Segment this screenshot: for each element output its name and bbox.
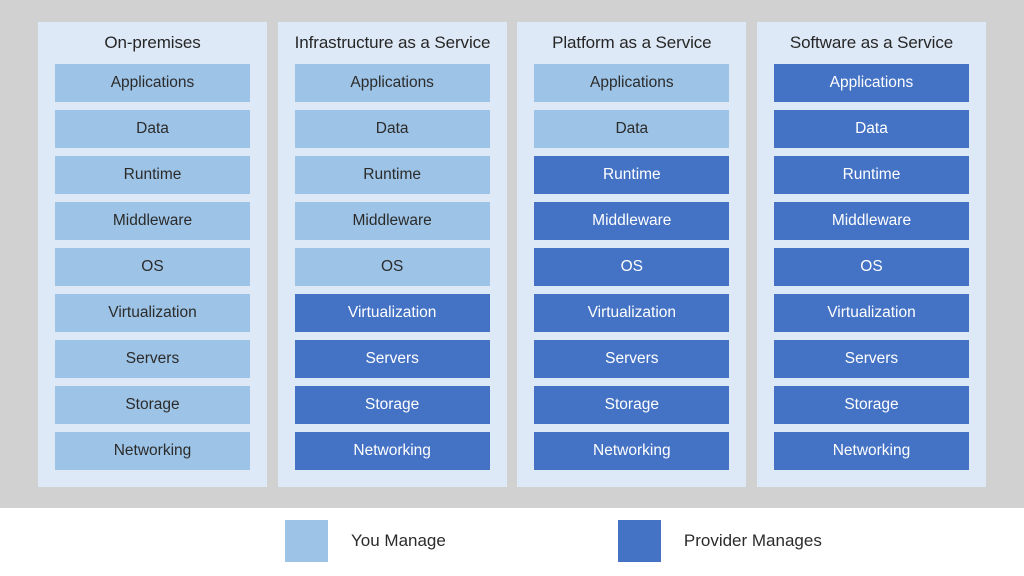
stack-layer-runtime[interactable]: Runtime [55, 156, 250, 194]
panel-title: Software as a Service [789, 33, 954, 52]
legend-swatch-provider-manages [617, 520, 661, 562]
stack-layer-data[interactable]: Data [55, 110, 250, 148]
stack-layer-applications[interactable]: Applications [294, 64, 490, 102]
stack-layer-virtualization[interactable]: Virtualization [294, 294, 490, 332]
stack-layer-applications[interactable]: Applications [773, 64, 969, 102]
stack-layer-storage[interactable]: Storage [55, 386, 250, 424]
stack-layer-runtime[interactable]: Runtime [294, 156, 490, 194]
legend: You Manage Provider Manages [285, 520, 822, 562]
stack-layer-applications[interactable]: Applications [534, 64, 730, 102]
legend-label: Provider Manages [683, 531, 822, 550]
stack-layer-servers[interactable]: Servers [55, 340, 250, 378]
stack-layer-data[interactable]: Data [534, 110, 730, 148]
stack-layer-networking[interactable]: Networking [534, 432, 730, 470]
stack-layer-storage[interactable]: Storage [773, 386, 969, 424]
stack-layer-servers[interactable]: Servers [773, 340, 969, 378]
stack-layer-middleware[interactable]: Middleware [773, 202, 969, 240]
stack-layer-os[interactable]: OS [534, 248, 730, 286]
stack-layer-virtualization[interactable]: Virtualization [773, 294, 969, 332]
panel-title: On-premises [104, 33, 201, 52]
stack-layer-runtime[interactable]: Runtime [534, 156, 730, 194]
stack-layer-applications[interactable]: Applications [55, 64, 250, 102]
stack-layer-networking[interactable]: Networking [55, 432, 250, 470]
stack-layer-storage[interactable]: Storage [534, 386, 730, 424]
legend-background [0, 508, 1024, 576]
stack-layer-os[interactable]: OS [55, 248, 250, 286]
stack-layer-servers[interactable]: Servers [534, 340, 730, 378]
stack-layer-data[interactable]: Data [773, 110, 969, 148]
stack-layer-os[interactable]: OS [773, 248, 969, 286]
stack-layer-os[interactable]: OS [294, 248, 490, 286]
stack-layer-virtualization[interactable]: Virtualization [55, 294, 250, 332]
stack-layer-virtualization[interactable]: Virtualization [534, 294, 730, 332]
stack-layer-middleware[interactable]: Middleware [55, 202, 250, 240]
legend-swatch-you-manage [285, 520, 328, 562]
stack-layer-runtime[interactable]: Runtime [773, 156, 969, 194]
stack-layer-servers[interactable]: Servers [294, 340, 490, 378]
legend-label: You Manage [351, 531, 446, 550]
stack-layer-storage[interactable]: Storage [294, 386, 490, 424]
stack-layer-networking[interactable]: Networking [294, 432, 490, 470]
stack-layer-networking[interactable]: Networking [773, 432, 969, 470]
panel-title: Platform as a Service [552, 33, 712, 52]
legend-item-you-manage: You Manage [285, 520, 446, 562]
legend-item-provider-manages: Provider Manages [617, 520, 822, 562]
stack-layer-middleware[interactable]: Middleware [534, 202, 730, 240]
panel-title: Infrastructure as a Service [294, 33, 491, 52]
stack-layer-data[interactable]: Data [294, 110, 490, 148]
stack-layer-middleware[interactable]: Middleware [294, 202, 490, 240]
